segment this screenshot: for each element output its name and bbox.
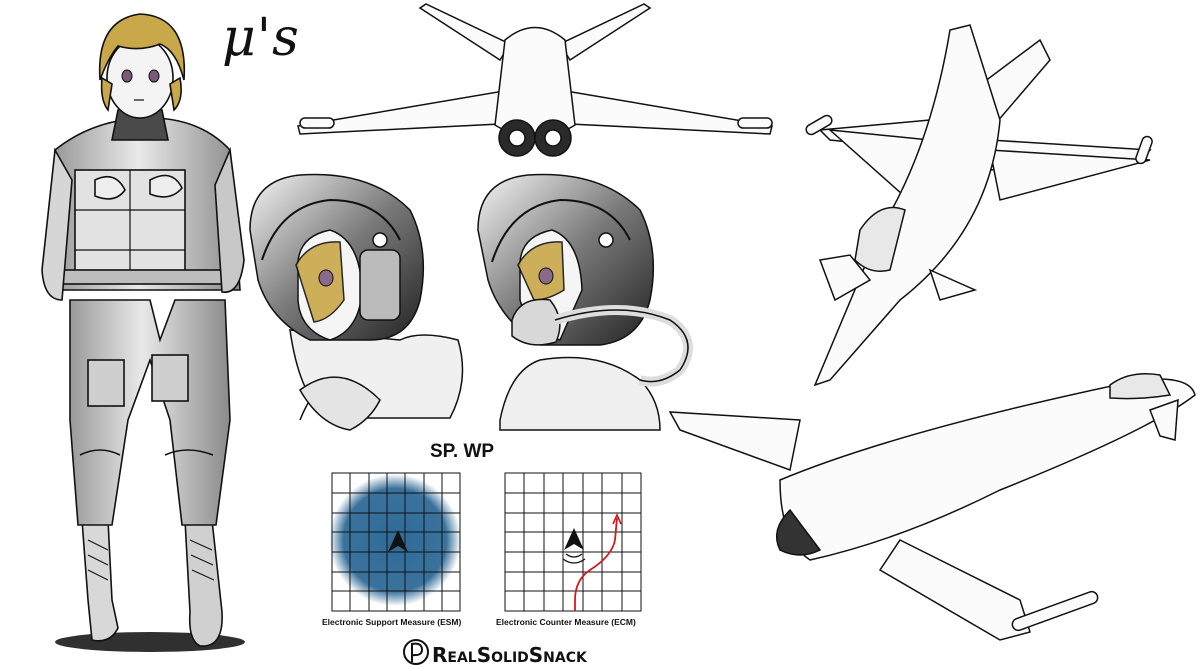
esm-diagram bbox=[329, 472, 461, 612]
helmet-head-left bbox=[249, 173, 464, 431]
esm-caption: Electronic Support Measure (ESM) bbox=[322, 617, 462, 627]
credit-mark-icon bbox=[403, 639, 429, 665]
credit-signature: RealSolidSnack bbox=[432, 643, 587, 667]
ecm-diagram bbox=[504, 472, 642, 612]
ecm-flight-path bbox=[574, 517, 618, 611]
diagram-title: SP. WP bbox=[430, 441, 495, 462]
ecm-path-arrowhead bbox=[612, 513, 622, 525]
ecm-jamming-waves bbox=[562, 553, 586, 564]
jet-topdown-view bbox=[805, 24, 1153, 387]
esm-grid bbox=[331, 472, 461, 612]
jet-lower-view bbox=[668, 373, 1196, 641]
jet-rear-view bbox=[297, 3, 773, 157]
ecm-caption: Electronic Counter Measure (ECM) bbox=[496, 617, 636, 627]
pilot-figure bbox=[41, 13, 245, 652]
ecm-aircraft-marker bbox=[564, 528, 584, 550]
logo-text: μ's bbox=[222, 8, 300, 68]
helmet-head-right bbox=[477, 173, 693, 431]
esm-aircraft-marker bbox=[388, 530, 408, 552]
